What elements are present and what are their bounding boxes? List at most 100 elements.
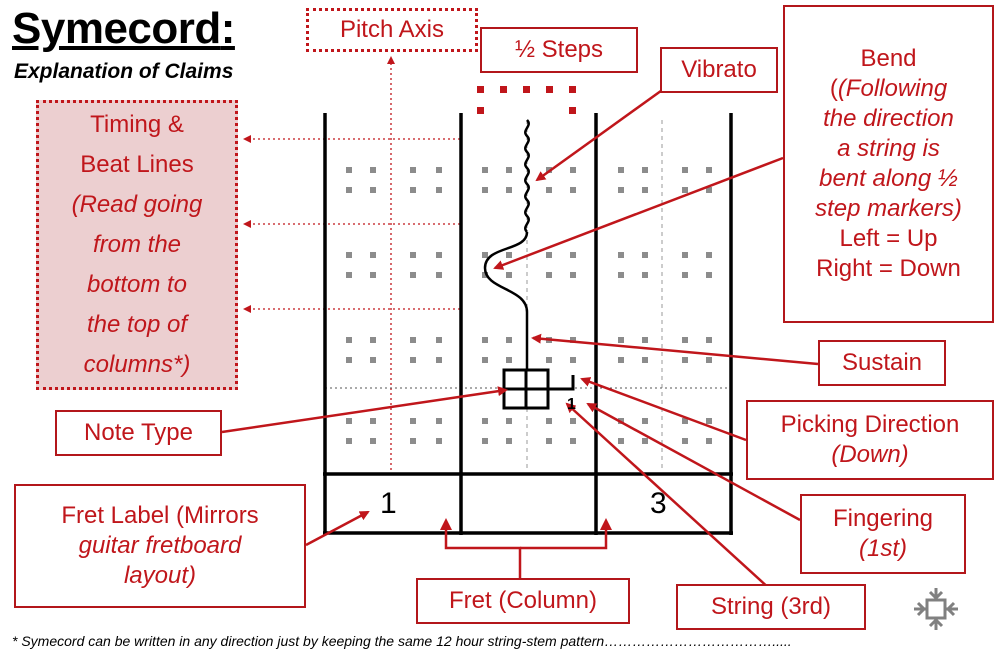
half-steps-label: ½ Steps <box>480 27 638 73</box>
grid-dot <box>682 272 688 278</box>
bend-label: Bend ((Following the direction a string … <box>783 5 994 323</box>
grid-dot <box>410 167 416 173</box>
grid-dot <box>482 337 488 343</box>
grid-dot <box>346 187 352 193</box>
grid-dot <box>706 187 712 193</box>
grid-dot <box>506 337 512 343</box>
grid-dot <box>346 418 352 424</box>
bend-curve <box>483 231 529 313</box>
finger-number: 1 <box>567 396 576 413</box>
grid-dot <box>618 337 624 343</box>
grid-dot <box>410 438 416 444</box>
grid-dot <box>682 167 688 173</box>
grid-dot <box>436 187 442 193</box>
fret-label-label: Fret Label (Mirrors guitar fretboard lay… <box>14 484 306 608</box>
grid-dot <box>682 418 688 424</box>
half-step-markers <box>477 86 576 114</box>
grid-dot <box>570 418 576 424</box>
grid-dot <box>370 357 376 363</box>
grid-dot <box>482 252 488 258</box>
grid-dot <box>706 167 712 173</box>
grid-dot <box>482 438 488 444</box>
grid-dot <box>482 167 488 173</box>
grid-dot <box>706 272 712 278</box>
grid-dot <box>706 252 712 258</box>
grid-dot <box>546 357 552 363</box>
grid-dot <box>410 337 416 343</box>
grid-dot <box>642 337 648 343</box>
sustain-label: Sustain <box>818 340 946 386</box>
grid-dot <box>642 357 648 363</box>
grid-dot <box>436 167 442 173</box>
grid-dot <box>570 438 576 444</box>
grid-dot <box>642 438 648 444</box>
grid-dot <box>436 252 442 258</box>
grid-dot <box>618 272 624 278</box>
grid-dot <box>506 272 512 278</box>
grid-dot <box>642 272 648 278</box>
grid-dot <box>370 337 376 343</box>
grid-dot <box>436 337 442 343</box>
grid-dot <box>370 418 376 424</box>
grid-dot <box>682 357 688 363</box>
grid-dot <box>506 252 512 258</box>
grid-dot <box>436 438 442 444</box>
grid-dot <box>570 167 576 173</box>
grid-dot <box>436 418 442 424</box>
grid-dot <box>570 252 576 258</box>
grid-dot <box>410 272 416 278</box>
pitch-axis-label: Pitch Axis <box>306 8 478 52</box>
grid-dot <box>370 252 376 258</box>
grid-dot <box>642 252 648 258</box>
grid-dot <box>346 167 352 173</box>
grid-dot <box>370 272 376 278</box>
fret-number-1: 1 <box>380 487 397 520</box>
picking-direction-label: Picking Direction (Down) <box>746 400 994 480</box>
grid-dot <box>618 252 624 258</box>
grid-dot <box>410 252 416 258</box>
note-type-glyph <box>502 368 550 410</box>
grid-dot <box>618 187 624 193</box>
grid-dot <box>482 418 488 424</box>
vibrato-stem <box>524 119 530 233</box>
grid-dot <box>546 438 552 444</box>
page-title: Symecord: <box>12 4 235 53</box>
grid-dot <box>570 187 576 193</box>
grid-dot <box>346 252 352 258</box>
grid-dot <box>642 167 648 173</box>
picking-direction-glyph <box>548 375 575 391</box>
grid-dot <box>570 357 576 363</box>
footnote: * Symecord can be written in any directi… <box>12 633 792 649</box>
grid-dot <box>706 357 712 363</box>
grid-dot <box>370 438 376 444</box>
grid-dot <box>482 357 488 363</box>
grid-dot <box>482 187 488 193</box>
fret-column-label: Fret (Column) <box>416 578 630 624</box>
grid-dot <box>570 337 576 343</box>
grid-dot <box>682 252 688 258</box>
grid-dot <box>546 252 552 258</box>
grid-dot <box>410 357 416 363</box>
grid-dot <box>706 438 712 444</box>
grid-dot <box>682 438 688 444</box>
grid-dot <box>506 167 512 173</box>
fingering-label: Fingering (1st) <box>800 494 966 574</box>
grid-dot <box>642 418 648 424</box>
grid-dot <box>618 167 624 173</box>
grid-dot <box>410 187 416 193</box>
grid-dot <box>436 272 442 278</box>
page-subtitle: Explanation of Claims <box>14 60 234 83</box>
grid-dot <box>570 272 576 278</box>
grid-dot <box>346 438 352 444</box>
grid-dot <box>346 272 352 278</box>
grid-dot <box>642 187 648 193</box>
note-type-label: Note Type <box>55 410 222 456</box>
grid-dot <box>410 418 416 424</box>
grid-dot <box>706 337 712 343</box>
timing-beat-lines-label: Timing & Beat Lines (Read going from the… <box>36 100 238 390</box>
grid-dot <box>682 187 688 193</box>
vibrato-label: Vibrato <box>660 47 778 93</box>
grid-dot <box>370 187 376 193</box>
snowflake-chip-icon <box>914 588 958 630</box>
